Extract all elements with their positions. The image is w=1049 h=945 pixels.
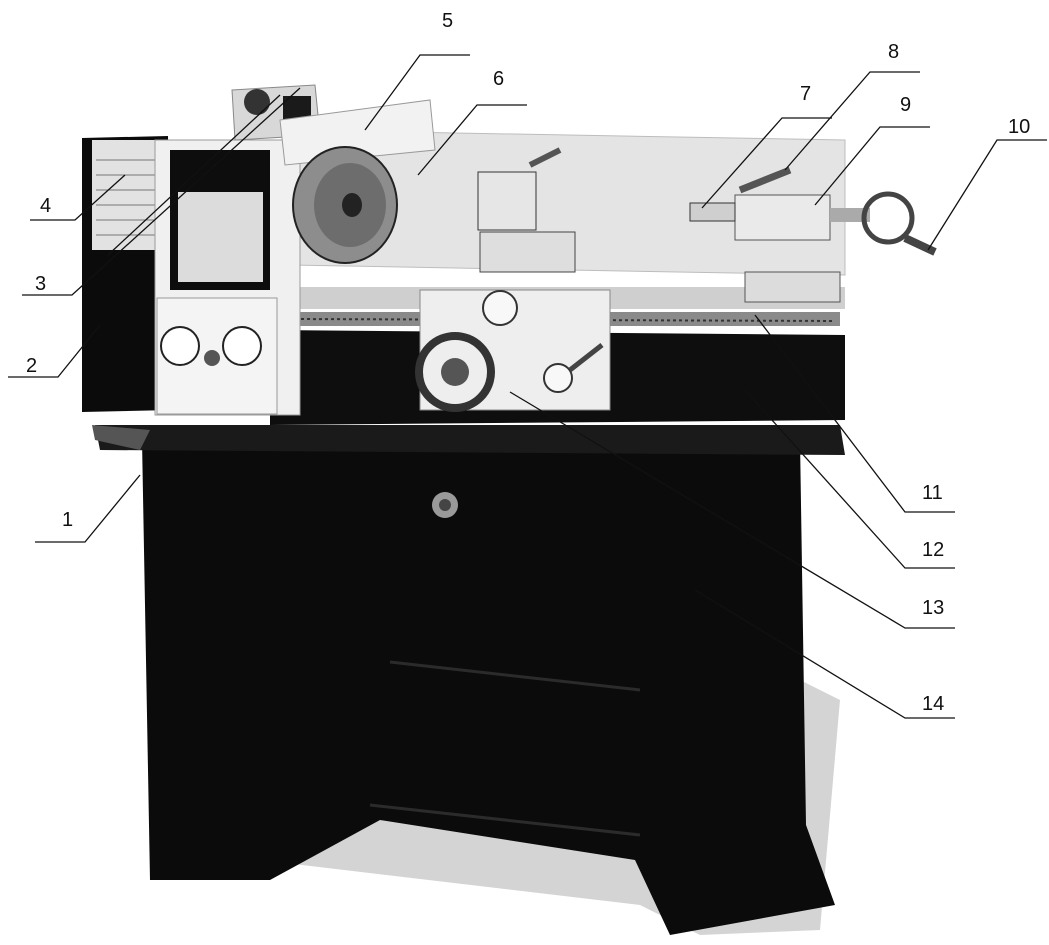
leader-9: [814, 126, 930, 206]
leader-13: [509, 391, 955, 629]
callout-12: 12: [922, 539, 944, 561]
leader-4b: [107, 94, 281, 256]
leader-2: [8, 324, 101, 378]
callout-10: 10: [1008, 116, 1030, 138]
tailstock-handwheel: [861, 191, 915, 245]
callout-4: 4: [40, 195, 51, 217]
tray-lip: [92, 425, 150, 450]
cabinet-stand: [142, 440, 835, 935]
callout-8: 8: [888, 41, 899, 63]
callout-3: 3: [35, 273, 46, 295]
feed-dial-left: [160, 326, 200, 366]
leader-3: [22, 87, 301, 296]
leader-6: [417, 104, 527, 176]
leader-5: [364, 54, 470, 131]
cross-slide-wheel: [482, 290, 518, 326]
leader-14: [694, 589, 955, 719]
callout-11: 11: [922, 482, 943, 504]
chuck-guard: [279, 99, 436, 166]
leader-4: [30, 174, 126, 221]
leader-8: [784, 71, 920, 171]
leader-11: [754, 314, 955, 513]
feed-dial-right: [222, 326, 262, 366]
callout-2: 2: [26, 355, 37, 377]
callout-1: 1: [62, 509, 73, 531]
tool-post: [477, 171, 537, 231]
callout-6: 6: [493, 68, 504, 90]
callout-5: 5: [442, 10, 453, 32]
drawer-line: [389, 660, 641, 692]
leader-7: [701, 117, 832, 209]
callout-13: 13: [922, 597, 944, 619]
leader-10: [927, 139, 1047, 251]
lathe-illustration: [82, 84, 937, 935]
callout-numbers: 1 2 3 4 5 6 7 8 9 10 11 12 13 14: [26, 10, 1030, 715]
leader-lines: [8, 54, 1047, 719]
chip-tray: [95, 425, 845, 455]
callout-14: 14: [922, 693, 944, 715]
callout-9: 9: [900, 94, 911, 116]
callout-7: 7: [800, 83, 811, 105]
leader-12: [744, 389, 955, 569]
tailstock-quill: [689, 202, 736, 222]
tailstock: [734, 194, 831, 241]
door-seam: [369, 803, 641, 837]
emergency-stop: [244, 89, 270, 115]
leader-1: [35, 474, 141, 543]
apron-handwheel: [415, 332, 495, 412]
